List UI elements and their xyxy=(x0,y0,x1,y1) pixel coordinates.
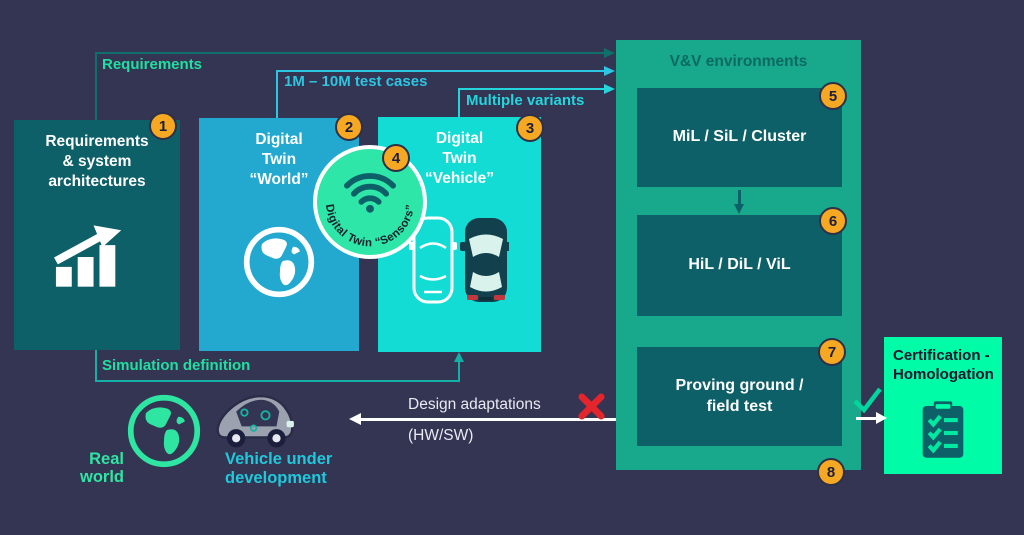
prototype-car-icon xyxy=(216,394,294,448)
red-cross-icon xyxy=(578,393,605,420)
simulation-connector-hline xyxy=(95,380,460,382)
real-world-globe-icon xyxy=(127,394,201,468)
cars-top-view-icon xyxy=(409,216,509,304)
badge-2: 2 xyxy=(335,113,363,141)
panel-down-connector-line xyxy=(738,190,741,205)
variants-connector-vline xyxy=(458,88,460,118)
requirements-architecture-label: Requirements & system architectures xyxy=(45,133,149,190)
vv-stage-hil-dil-vil: HiL / DiL / ViL xyxy=(637,215,842,316)
requirements-connector-vline xyxy=(95,52,97,120)
design-adaptations-label: Design adaptations xyxy=(408,396,541,413)
digital-twin-world-label: Digital Twin “World” xyxy=(249,131,309,188)
badge-1: 1 xyxy=(149,112,177,140)
design-adaptations-arrowhead-icon xyxy=(349,413,361,425)
test-cases-connector-vline xyxy=(276,70,278,118)
requirements-arrowhead-icon xyxy=(604,48,615,58)
clipboard-checklist-icon xyxy=(922,401,964,458)
badge-6: 6 xyxy=(819,207,847,235)
svg-text:Digital Twin “Sensors”: Digital Twin “Sensors” xyxy=(323,203,417,249)
real-world-label: Real world xyxy=(80,450,124,487)
design-adaptations-sub-label: (HW/SW) xyxy=(408,427,474,444)
vv-environments-title: V&V environments xyxy=(669,53,808,70)
requirements-flow-label: Requirements xyxy=(102,56,203,73)
variants-connector-hline xyxy=(458,88,606,90)
requirements-architecture-box: Requirements & system architectures xyxy=(14,120,180,350)
vv-stage-proving-ground: Proving ground / field test xyxy=(637,347,842,446)
badge-4: 4 xyxy=(382,144,410,172)
simulation-arrowhead-icon xyxy=(454,352,464,362)
vv-stage-mil-sil-cluster: MiL / SiL / Cluster xyxy=(637,88,842,187)
badge-7: 7 xyxy=(818,338,846,366)
panel-down-arrowhead-icon xyxy=(734,204,744,214)
badge-5: 5 xyxy=(819,82,847,110)
vv-stage-hil-dil-vil-label: HiL / DiL / ViL xyxy=(688,256,791,274)
digital-twin-vehicle-label: Digital Twin “Vehicle” xyxy=(425,130,494,187)
badge-8: 8 xyxy=(817,458,845,486)
green-check-icon xyxy=(853,387,882,413)
sensor-curved-text: Digital Twin “Sensors” xyxy=(323,203,417,249)
globe-icon xyxy=(243,226,315,298)
variants-flow-label: Multiple variants xyxy=(466,92,585,109)
test-cases-flow-label: 1M – 10M test cases xyxy=(284,73,428,90)
simulation-connector-vline-right xyxy=(458,360,460,382)
vv-stage-proving-ground-label: Proving ground / field test xyxy=(675,376,804,415)
growth-chart-icon xyxy=(54,225,122,287)
certification-arrowhead-icon xyxy=(876,412,887,424)
variants-arrowhead-icon xyxy=(604,84,615,94)
wifi-icon xyxy=(344,173,396,213)
requirements-connector-hline xyxy=(95,52,606,54)
simulation-definition-flow-label: Simulation definition xyxy=(102,357,251,374)
badge-3: 3 xyxy=(516,114,544,142)
simulation-connector-vline-left xyxy=(95,350,97,382)
digital-twin-sensors-circle: Digital Twin “Sensors” xyxy=(313,145,427,259)
test-cases-connector-hline xyxy=(276,70,606,72)
design-adaptations-line xyxy=(360,418,616,421)
test-cases-arrowhead-icon xyxy=(604,66,615,76)
vv-stage-mil-sil-cluster-label: MiL / SiL / Cluster xyxy=(672,128,807,146)
certification-label: Certification - Homologation xyxy=(893,347,994,383)
certification-box: Certification - Homologation xyxy=(884,337,1002,474)
certification-arrow-line xyxy=(856,417,880,420)
sensor-circle-curved-label: Digital Twin “Sensors” xyxy=(323,203,417,249)
vehicle-under-development-label: Vehicle under development xyxy=(225,450,333,488)
